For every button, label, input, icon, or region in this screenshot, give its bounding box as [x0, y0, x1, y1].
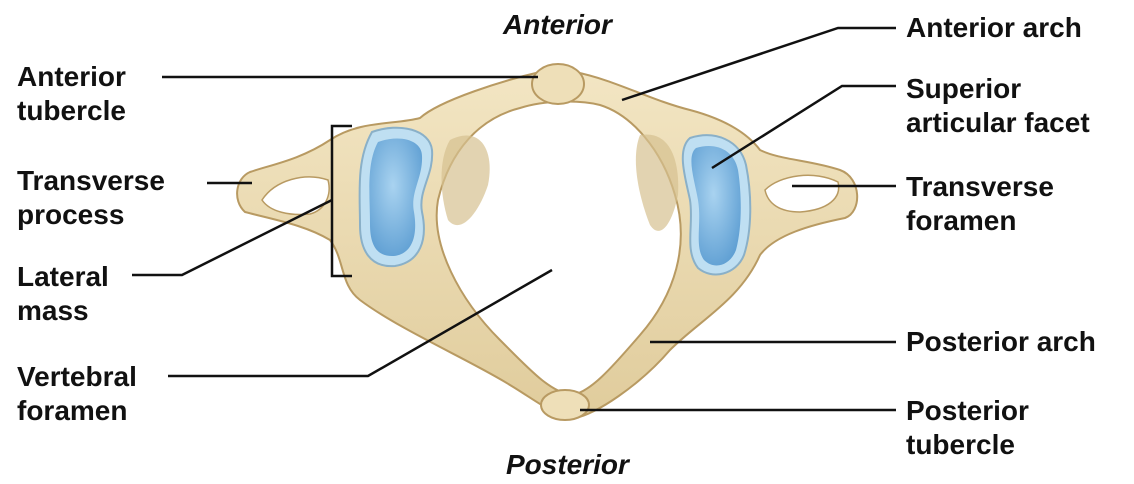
vertebral-foramen-label: Vertebral foramen [17, 360, 137, 428]
anterior-tubercle-label: Anterior tubercle [17, 60, 126, 128]
lateral-mass-label: Lateral mass [17, 260, 109, 328]
posterior-tubercle-shape [541, 390, 589, 420]
anterior-tubercle-shape [532, 64, 584, 104]
transverse-process-label: Transverse process [17, 164, 165, 232]
left-lateral-mass-shadow [442, 136, 490, 226]
superior-articular-facet-label-line1: Superior [906, 72, 1090, 106]
anterior-arch-label: Anterior arch [906, 11, 1082, 45]
vertebral-foramen-label-line1: Vertebral [17, 360, 137, 394]
anterior-arch-label-line1: Anterior arch [906, 11, 1082, 45]
lateral-mass-label-line2: mass [17, 294, 109, 328]
transverse-foramen-label-line2: foramen [906, 204, 1054, 238]
posterior-arch-label: Posterior arch [906, 325, 1096, 359]
anterior-tubercle-label-line1: Anterior [17, 60, 126, 94]
anterior-orientation-label: Anterior [503, 8, 612, 42]
transverse-foramen-label-line1: Transverse [906, 170, 1054, 204]
posterior-tubercle-label: Posterior tubercle [906, 394, 1029, 462]
transverse-process-label-line1: Transverse [17, 164, 165, 198]
transverse-foramen-label: Transverse foramen [906, 170, 1054, 238]
posterior-tubercle-label-line2: tubercle [906, 428, 1029, 462]
anterior-tubercle-label-line2: tubercle [17, 94, 126, 128]
leader-anterior-arch [622, 28, 896, 100]
superior-articular-facet-label-line2: articular facet [906, 106, 1090, 140]
atlas-bone [237, 65, 857, 419]
transverse-process-label-line2: process [17, 198, 165, 232]
posterior-arch-label-line1: Posterior arch [906, 325, 1096, 359]
posterior-tubercle-label-line1: Posterior [906, 394, 1029, 428]
superior-articular-facet-label: Superior articular facet [906, 72, 1090, 140]
vertebral-foramen-label-line2: foramen [17, 394, 137, 428]
posterior-orientation-label: Posterior [506, 448, 629, 482]
lateral-mass-label-line1: Lateral [17, 260, 109, 294]
